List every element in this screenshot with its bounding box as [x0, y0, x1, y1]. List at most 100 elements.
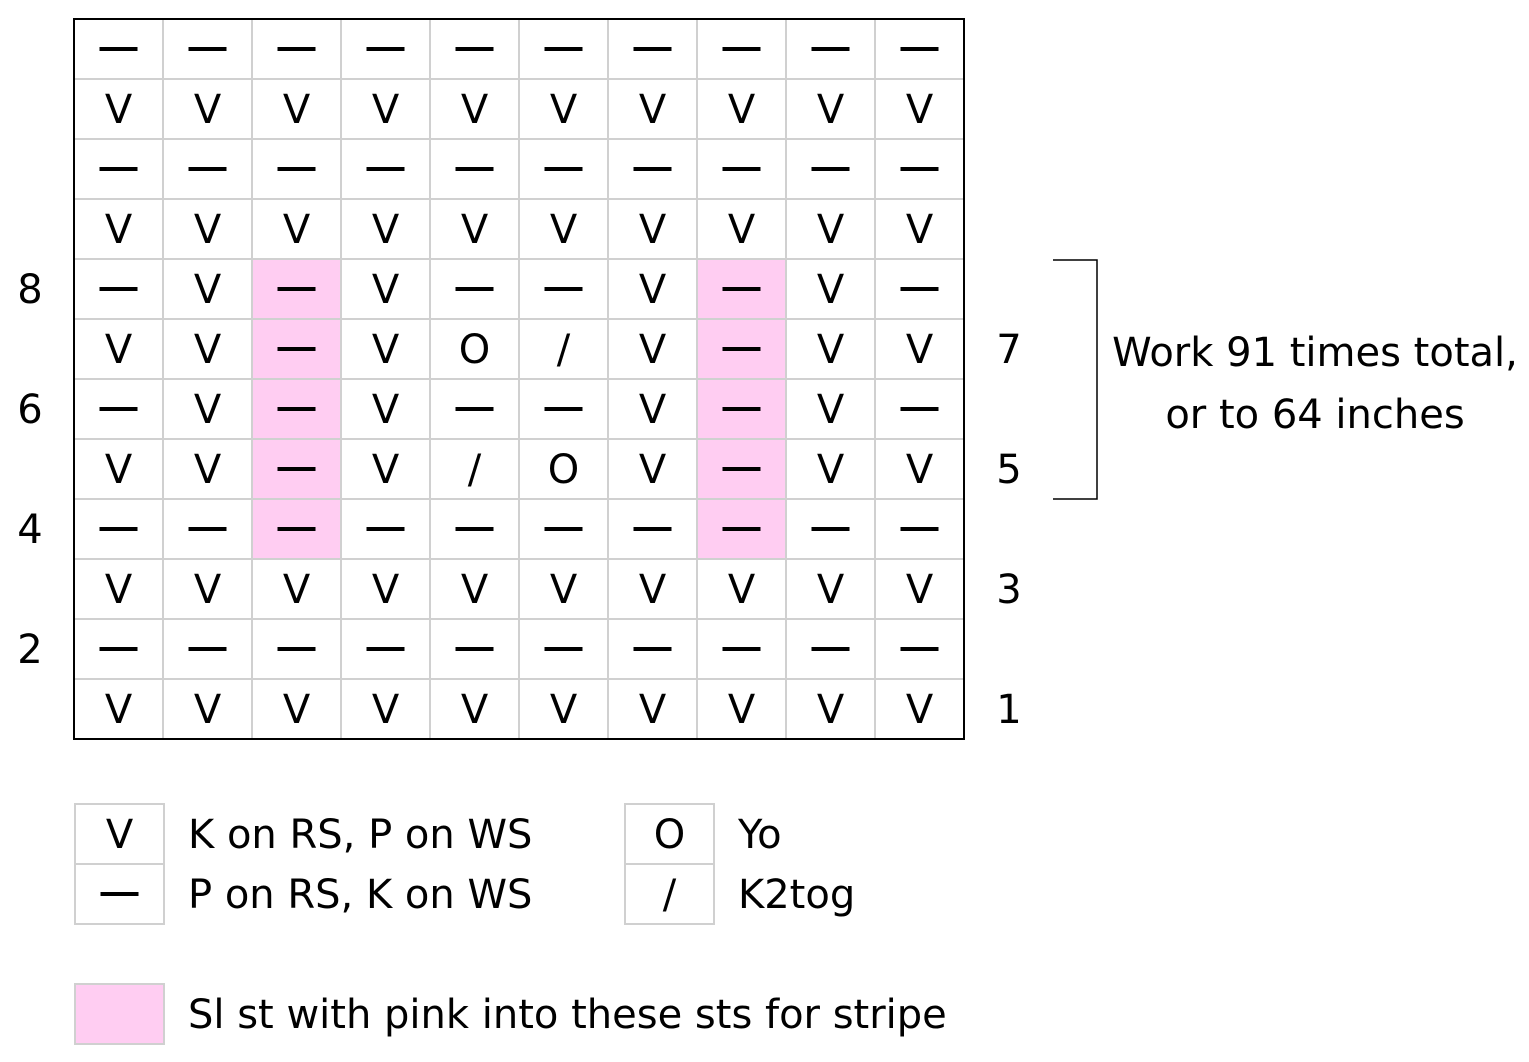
chart-symbol-r5-c4: O [459, 327, 490, 373]
chart-symbol-r4-c1: V [194, 267, 222, 313]
legend-symbol-box [624, 863, 715, 925]
chart-cell [341, 259, 430, 319]
chart-symbol-r9-c3: V [372, 567, 400, 613]
chart-symbol-r1-c6: V [639, 87, 667, 133]
chart-symbol-r1-c0: V [105, 87, 133, 133]
chart-symbol-r11-c4: V [461, 687, 489, 733]
chart-symbol-r7-c4: / [468, 447, 482, 493]
chart-border [73, 18, 965, 740]
chart-symbol-r3-c2: V [283, 207, 311, 253]
chart-cell [608, 259, 697, 319]
chart-symbol-r0-c1-purl-dash [188, 47, 227, 51]
chart-symbol-r10-c0-purl-dash [99, 647, 138, 651]
chart-symbol-r4-c4-purl-dash [455, 287, 494, 291]
chart-symbol-r0-c4-purl-dash [455, 47, 494, 51]
chart-cell [608, 79, 697, 139]
chart-symbol-r0-c3-purl-dash [366, 47, 405, 51]
chart-symbol-r6-c9-purl-dash [900, 407, 939, 411]
chart-symbol-r8-c9-purl-dash [900, 527, 939, 531]
chart-symbol-r1-c8: V [817, 87, 845, 133]
chart-cell [74, 679, 163, 739]
chart-symbol-r6-c4-purl-dash [455, 407, 494, 411]
chart-cell [519, 439, 608, 499]
chart-symbol-r4-c8: V [817, 267, 845, 313]
chart-symbol-r0-c9-purl-dash [900, 47, 939, 51]
chart-symbol-r3-c3: V [372, 207, 400, 253]
chart-cell [875, 679, 964, 739]
chart-cell [163, 79, 252, 139]
chart-symbol-r0-c5-purl-dash [544, 47, 583, 51]
chart-symbol-r9-c2: V [283, 567, 311, 613]
chart-symbol-r8-c5-purl-dash [544, 527, 583, 531]
chart-cell [875, 559, 964, 619]
chart-cell [341, 79, 430, 139]
chart-symbol-r3-c0: V [105, 207, 133, 253]
chart-symbol-r6-c6: V [639, 387, 667, 433]
chart-symbol-r2-c1-purl-dash [188, 167, 227, 171]
chart-symbol-r6-c7-purl-dash [722, 407, 761, 411]
chart-symbol-r6-c1: V [194, 387, 222, 433]
chart-cell [519, 559, 608, 619]
chart-symbol-r7-c7-purl-dash [722, 467, 761, 471]
chart-cell [608, 319, 697, 379]
chart-cell [875, 319, 964, 379]
chart-grid-lines [73, 18, 965, 740]
chart-symbol-r11-c1: V [194, 687, 222, 733]
chart-cell [163, 559, 252, 619]
chart-cell [74, 319, 163, 379]
legend-label-0: K on RS, P on WS [188, 812, 532, 858]
legend-symbol-2: O [654, 812, 685, 858]
chart-symbol-r5-c6: V [639, 327, 667, 373]
chart-symbol-r9-c8: V [817, 567, 845, 613]
chart-symbol-r10-c7-purl-dash [722, 647, 761, 651]
legend-symbol-box [624, 803, 715, 865]
chart-cell [786, 559, 875, 619]
chart-symbol-r7-c2-purl-dash [277, 467, 316, 471]
chart-symbol-r10-c1-purl-dash [188, 647, 227, 651]
chart-symbol-r8-c4-purl-dash [455, 527, 494, 531]
chart-symbol-r2-c2-purl-dash [277, 167, 316, 171]
chart-symbol-r0-c2-purl-dash [277, 47, 316, 51]
chart-symbol-r5-c1: V [194, 327, 222, 373]
chart-cell [163, 199, 252, 259]
chart-cell [430, 319, 519, 379]
chart-cell [786, 259, 875, 319]
row-number-3: 3 [996, 567, 1021, 613]
chart-symbol-r11-c8: V [817, 687, 845, 733]
repeat-note-line-2: or to 64 inches [1165, 392, 1465, 438]
chart-cell [341, 379, 430, 439]
chart-cell [341, 319, 430, 379]
legend-label-1: P on RS, K on WS [188, 872, 532, 918]
chart-cell [608, 559, 697, 619]
row-number-2: 2 [17, 627, 42, 673]
chart-symbol-r3-c9: V [906, 207, 934, 253]
chart-cell [252, 199, 341, 259]
chart-symbol-r3-c5: V [550, 207, 578, 253]
chart-symbol-r11-c3: V [372, 687, 400, 733]
chart-symbol-r2-c0-purl-dash [99, 167, 138, 171]
row-number-7: 7 [996, 327, 1021, 373]
chart-symbol-r6-c5-purl-dash [544, 407, 583, 411]
chart-symbol-r4-c2-purl-dash [277, 287, 316, 291]
chart-cell [697, 79, 786, 139]
chart-symbol-r10-c3-purl-dash [366, 647, 405, 651]
chart-cell [786, 199, 875, 259]
chart-symbol-r11-c7: V [728, 687, 756, 733]
chart-symbol-r2-c5-purl-dash [544, 167, 583, 171]
chart-cell [697, 559, 786, 619]
chart-symbol-r0-c8-purl-dash [811, 47, 850, 51]
chart-symbol-r7-c9: V [906, 447, 934, 493]
chart-symbol-r6-c8: V [817, 387, 845, 433]
chart-symbol-r7-c5: O [548, 447, 579, 493]
chart-symbol-r3-c4: V [461, 207, 489, 253]
chart-cell [74, 199, 163, 259]
chart-symbol-r10-c5-purl-dash [544, 647, 583, 651]
legend-symbol-box [74, 803, 165, 865]
chart-symbol-r6-c0-purl-dash [99, 407, 138, 411]
chart-symbol-r3-c6: V [639, 207, 667, 253]
chart-symbol-r7-c6: V [639, 447, 667, 493]
legend-swatch-pink [74, 983, 165, 1045]
chart-cell [519, 679, 608, 739]
chart-cell [163, 439, 252, 499]
chart-symbol-r5-c0: V [105, 327, 133, 373]
